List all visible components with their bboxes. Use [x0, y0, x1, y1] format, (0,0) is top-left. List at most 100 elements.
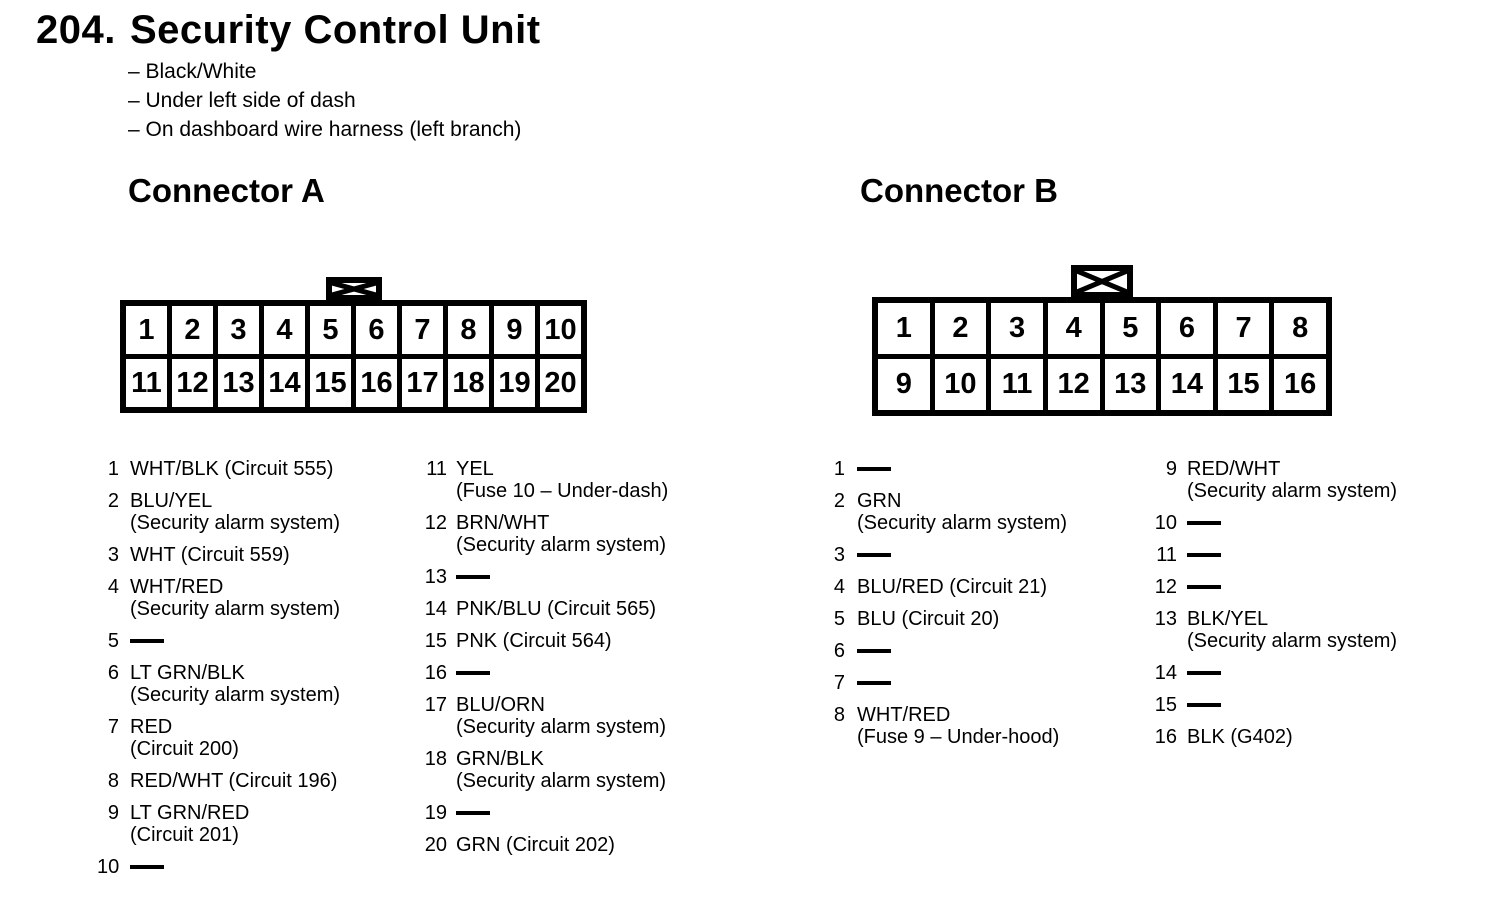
- pin-desc: BLK/YEL(Security alarm system): [1187, 608, 1397, 652]
- pin-desc-line: (Security alarm system): [1187, 480, 1398, 502]
- pin-number: 13: [424, 566, 447, 588]
- pin-desc: GRN(Security alarm system): [857, 490, 1067, 534]
- pin-entry: 1: [823, 458, 1067, 480]
- pin-desc-line: LT GRN/RED: [130, 802, 250, 824]
- pin-desc-line: BLU/RED (Circuit 21): [857, 576, 1048, 598]
- location-notes: – Black/White – Under left side of dash – …: [128, 57, 521, 144]
- not-connected-dash: [130, 864, 164, 869]
- connector-b-keying-tab: [1071, 265, 1133, 298]
- pin-desc-line: BLK (G402): [1187, 726, 1293, 748]
- pin-desc: YEL(Fuse 10 – Under-dash): [456, 458, 668, 502]
- page-title: Security Control Unit: [130, 8, 541, 52]
- note-line: – Under left side of dash: [128, 89, 356, 112]
- pin-cell: 16: [1274, 359, 1326, 410]
- pin-entry: 4 BLU/RED (Circuit 21): [823, 576, 1067, 598]
- pin-entry: 19: [421, 802, 668, 824]
- pin-cell: 7: [1217, 303, 1270, 354]
- connector-b-heading: Connector B: [860, 172, 1058, 209]
- pin-cell: 13: [1104, 359, 1157, 410]
- pin-cell: 9: [878, 359, 930, 410]
- not-connected-dash: [857, 552, 891, 557]
- not-connected-dash: [1187, 520, 1221, 525]
- pin-cell: 13: [218, 359, 259, 407]
- pin-number: 5: [107, 630, 119, 652]
- not-connected-dash: [1187, 702, 1221, 707]
- pin-number: 3: [107, 544, 119, 566]
- pin-entry: 10: [97, 856, 340, 878]
- pin-cell: 6: [1161, 303, 1213, 354]
- not-connected-dash: [456, 670, 490, 675]
- pin-desc-line: (Fuse 9 – Under-hood): [857, 726, 1060, 748]
- pin-number: 4: [833, 576, 845, 598]
- not-connected-dash: [1187, 552, 1221, 557]
- pin-desc: RED/WHT (Circuit 196): [130, 770, 337, 792]
- not-connected-dash: [456, 574, 490, 579]
- pin-desc: [857, 544, 891, 566]
- pin-number: 4: [107, 576, 119, 598]
- pin-cell: 15: [310, 359, 351, 407]
- pin-desc: PNK (Circuit 564): [456, 630, 612, 652]
- pin-desc: BLU (Circuit 20): [857, 608, 999, 630]
- not-connected-dash: [857, 466, 891, 471]
- pin-desc-line: BLU/YEL: [130, 490, 213, 512]
- note-line: – Black/White: [128, 60, 257, 83]
- pin-number: 2: [107, 490, 119, 512]
- pin-entry: 3: [823, 544, 1067, 566]
- pin-number: 1: [107, 458, 119, 480]
- pin-number: 14: [424, 598, 447, 620]
- pin-cell: 17: [402, 359, 443, 407]
- pin-entry: 6: [823, 640, 1067, 662]
- pin-entry: 1 WHT/BLK (Circuit 555): [97, 458, 340, 480]
- pin-desc-line: GRN: [857, 490, 902, 512]
- pin-cell: 8: [448, 306, 489, 354]
- pin-number: 11: [1156, 544, 1177, 566]
- pin-number: 12: [424, 512, 447, 534]
- pin-number: 13: [1154, 608, 1177, 630]
- x-mark-icon: [1077, 271, 1127, 292]
- pin-desc-line: GRN (Circuit 202): [456, 834, 615, 856]
- pin-desc-line: (Security alarm system): [857, 512, 1068, 534]
- pin-cell: 4: [1047, 303, 1100, 354]
- pin-desc-line: BLU/ORN: [456, 694, 545, 716]
- note-line: – On dashboard wire harness (left branch…: [128, 118, 522, 141]
- pin-entry: 5: [97, 630, 340, 652]
- pin-cell: 12: [1047, 359, 1100, 410]
- pin-desc: WHT (Circuit 559): [130, 544, 290, 566]
- pin-desc-line: (Circuit 200): [130, 738, 239, 760]
- pin-cell: 3: [991, 303, 1043, 354]
- connector-a-heading: Connector A: [128, 172, 325, 209]
- pin-desc: [857, 672, 891, 694]
- pin-number: 7: [107, 716, 119, 738]
- pin-desc-line: RED/WHT (Circuit 196): [130, 770, 338, 792]
- pin-number: 8: [833, 704, 845, 726]
- pin-desc: [857, 640, 891, 662]
- pin-cell: 2: [172, 306, 213, 354]
- pin-entry: 13: [421, 566, 668, 588]
- pin-number: 16: [424, 662, 447, 684]
- pin-desc: WHT/BLK (Circuit 555): [130, 458, 333, 480]
- pin-entry: 3 WHT (Circuit 559): [97, 544, 340, 566]
- pin-entry: 10: [1151, 512, 1397, 534]
- pin-cell: 16: [356, 359, 397, 407]
- pin-cell: 8: [1274, 303, 1326, 354]
- pin-cell: 3: [218, 306, 259, 354]
- pin-desc: [130, 630, 164, 652]
- pin-desc: GRN/BLK(Security alarm system): [456, 748, 666, 792]
- pin-number: 10: [97, 856, 120, 878]
